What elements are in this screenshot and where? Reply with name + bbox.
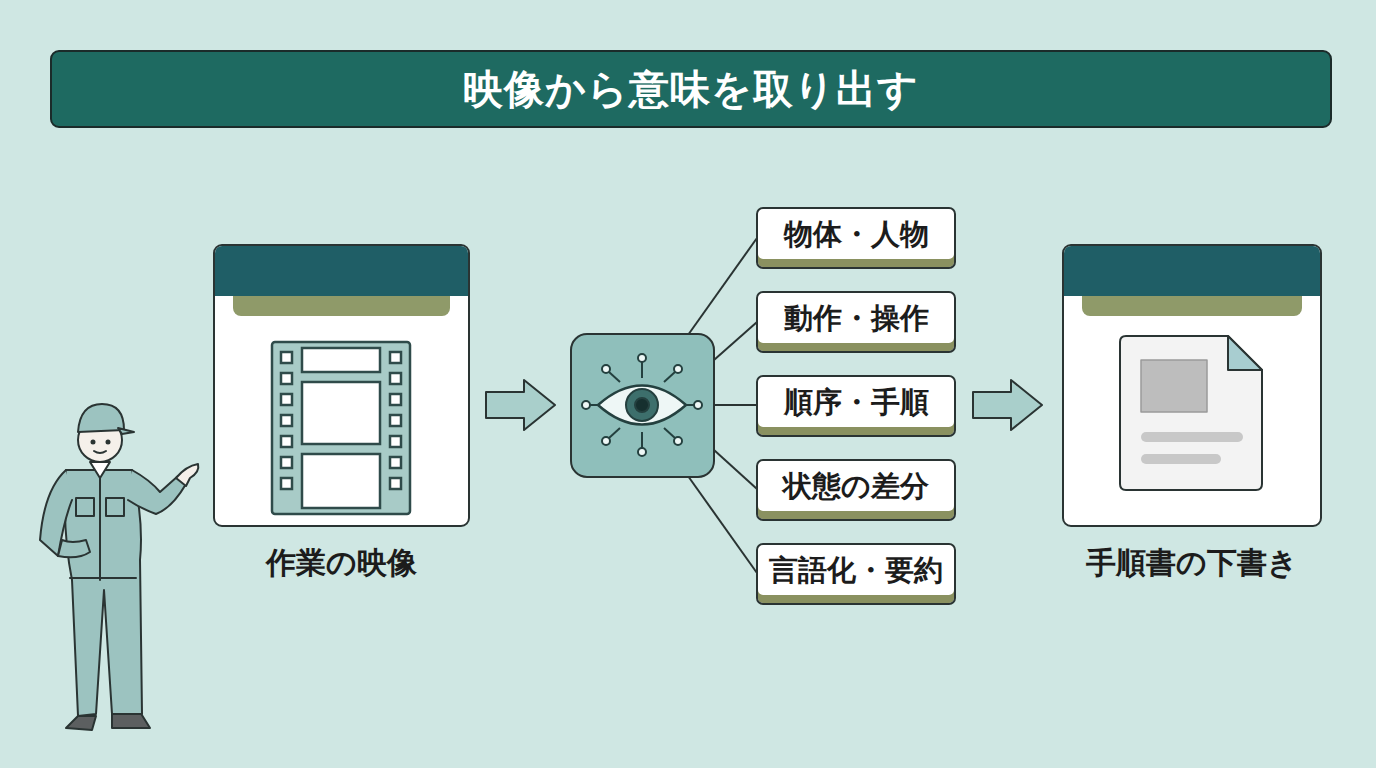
ray [609,428,620,438]
sprocket [390,394,401,405]
film-strip [272,342,410,514]
eye-outline [598,386,686,425]
sprocket [390,478,401,489]
smile [94,451,106,453]
sprocket [390,457,401,468]
hand-on-hip [58,540,90,557]
window-strip [1082,296,1302,316]
node-dot [638,354,646,362]
category-box: 物体・人物 [756,207,956,269]
window-box: 作業の映像 [213,244,470,527]
category-box: 言語化・要約 [756,543,956,605]
sprocket [390,352,401,363]
ray [641,432,643,448]
window-header [215,246,468,296]
ray [609,372,620,382]
node-dot [694,401,702,409]
sprocket [281,415,292,426]
pocket [106,498,124,516]
category-label: 物体・人物 [784,215,929,255]
sprocket [281,373,292,384]
node-dot [674,437,682,445]
ray [664,428,675,438]
category-label: 状態の差分 [783,467,929,507]
eye [107,441,110,444]
sprocket [281,457,292,468]
analysis-box [571,334,714,477]
zipper [99,470,101,580]
film-frame [302,382,380,444]
block-arrow [486,380,555,430]
worker-illustration [40,404,198,730]
text-line [1141,454,1221,464]
window-box: 手順書の下書き [1062,244,1322,527]
open-hand [176,464,198,486]
category-label: 言語化・要約 [769,551,943,591]
node-dot [582,401,590,409]
sprocket [281,478,292,489]
document-page [1120,336,1262,490]
eye [92,441,95,444]
cap-brim [118,428,134,434]
box-label: 手順書の下書き [1004,543,1376,584]
category-box: 順序・手順 [756,375,956,437]
leader-line [714,404,757,406]
leader-lines [688,238,757,573]
title-text: 映像から意味を取り出す [463,62,919,117]
node-dot [674,365,682,373]
image-placeholder [1141,360,1207,412]
window-strip [233,296,450,316]
sprocket [390,373,401,384]
ray [641,362,643,378]
category-label: 動作・操作 [784,299,929,339]
pocket [76,498,94,516]
eye-icon [582,354,702,456]
iris [626,389,658,421]
box-label: 作業の映像 [155,543,528,584]
sprocket [390,436,401,447]
film-frame [302,348,380,372]
block-arrow [973,380,1042,430]
leader-line [714,322,757,360]
node-dot [602,365,610,373]
film-frame [302,454,380,508]
text-line [1141,432,1243,442]
document-icon [1120,336,1262,490]
belt [70,577,136,579]
film-icon [272,342,410,514]
coverall-body [65,470,142,716]
leader-line [688,238,757,335]
sprocket [281,436,292,447]
node-dot [602,437,610,445]
sprocket [281,394,292,405]
category-box: 動作・操作 [756,291,956,353]
category-label: 順序・手順 [784,383,929,423]
title-band: 映像から意味を取り出す [50,50,1332,128]
document-fold [1228,336,1262,370]
category-box: 状態の差分 [756,459,956,521]
window-header [1064,246,1320,296]
shoe [66,716,96,730]
sprocket [281,352,292,363]
node-dot [638,448,646,456]
sprocket [390,415,401,426]
leader-line [714,450,757,489]
ray [664,372,675,382]
leader-line [688,476,757,573]
collar [90,462,110,478]
pupil [635,398,649,412]
